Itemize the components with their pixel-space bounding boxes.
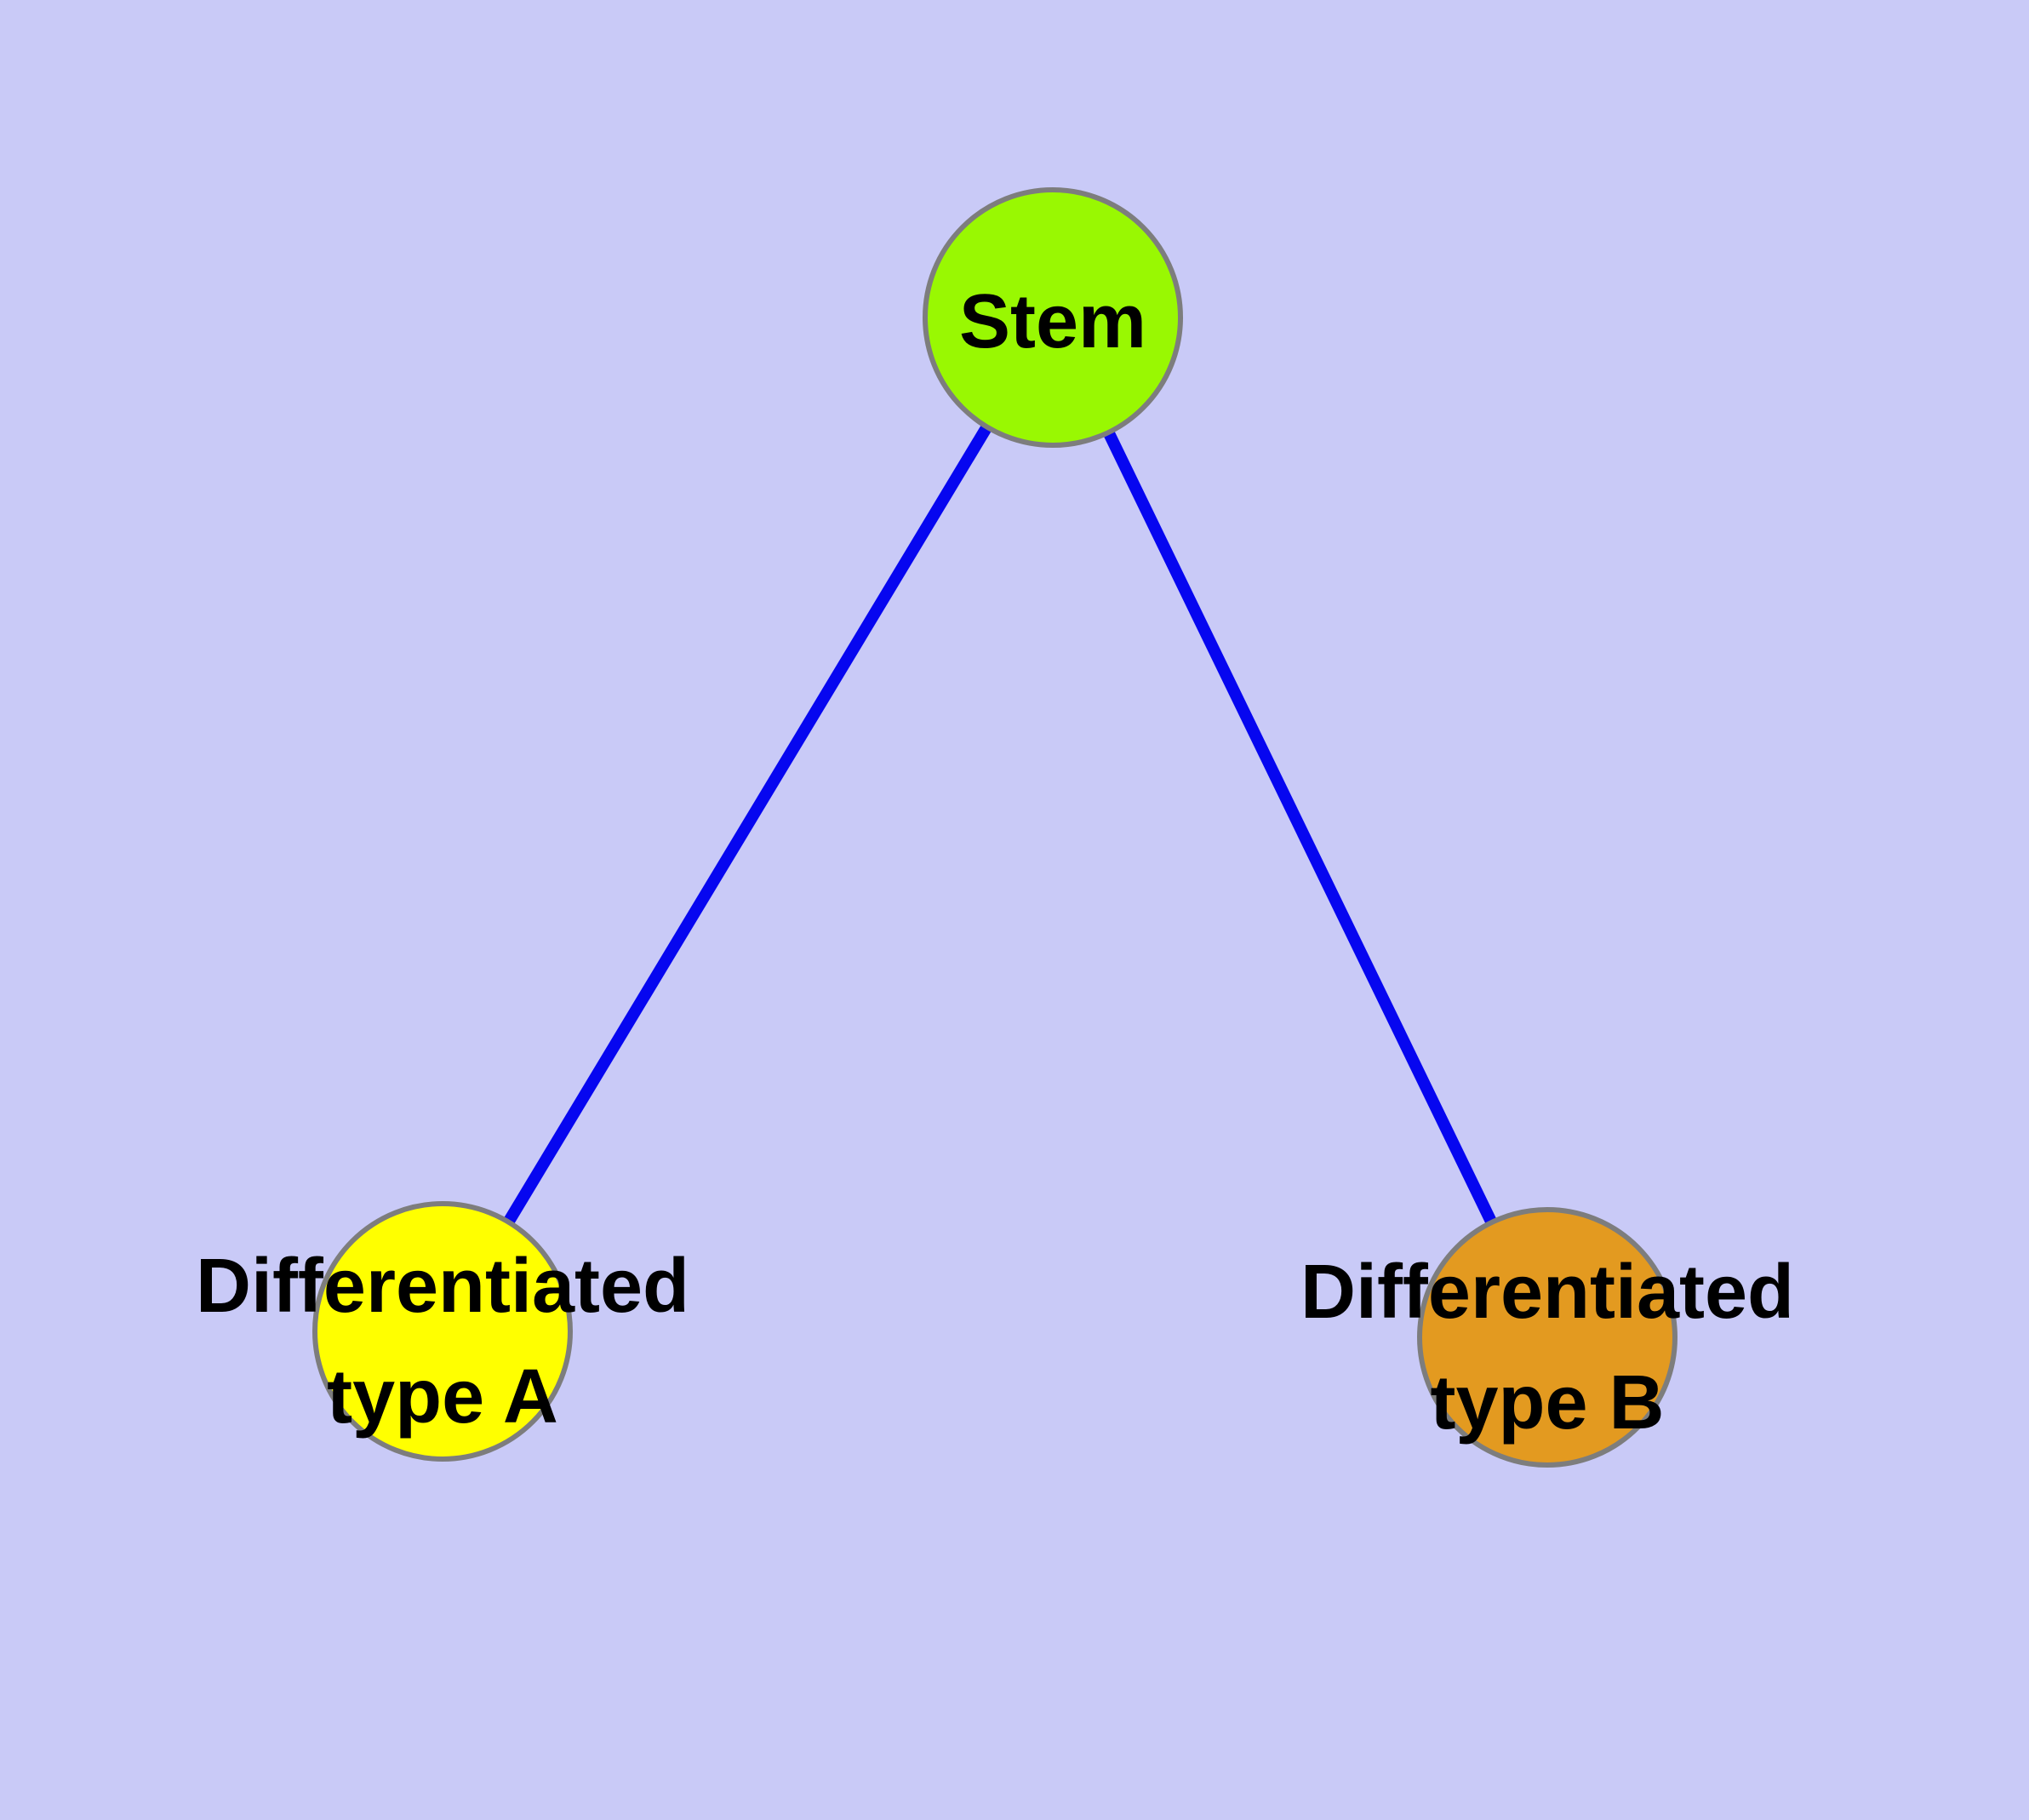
type-b-node-label-line1: Differentiated <box>1300 1250 1794 1335</box>
type-b-node-label-line2: type B <box>1430 1360 1664 1445</box>
stem-node-label: Stem <box>959 279 1146 364</box>
type-a-node-circle <box>312 1201 573 1462</box>
node-type-b: Differentiated type B <box>1300 1207 1794 1468</box>
type-b-node-circle <box>1417 1207 1677 1468</box>
stem-node-circle <box>923 187 1183 448</box>
type-a-node-label-line1: Differentiated <box>196 1244 689 1329</box>
type-a-node-label-line2: type A <box>327 1354 558 1439</box>
edge-group <box>437 314 1553 1341</box>
node-stem: Stem <box>923 187 1183 448</box>
edge-stem-to-type-b <box>1047 314 1553 1341</box>
edge-stem-to-type-a <box>437 314 1058 1335</box>
node-type-a: Differentiated type A <box>196 1201 689 1462</box>
